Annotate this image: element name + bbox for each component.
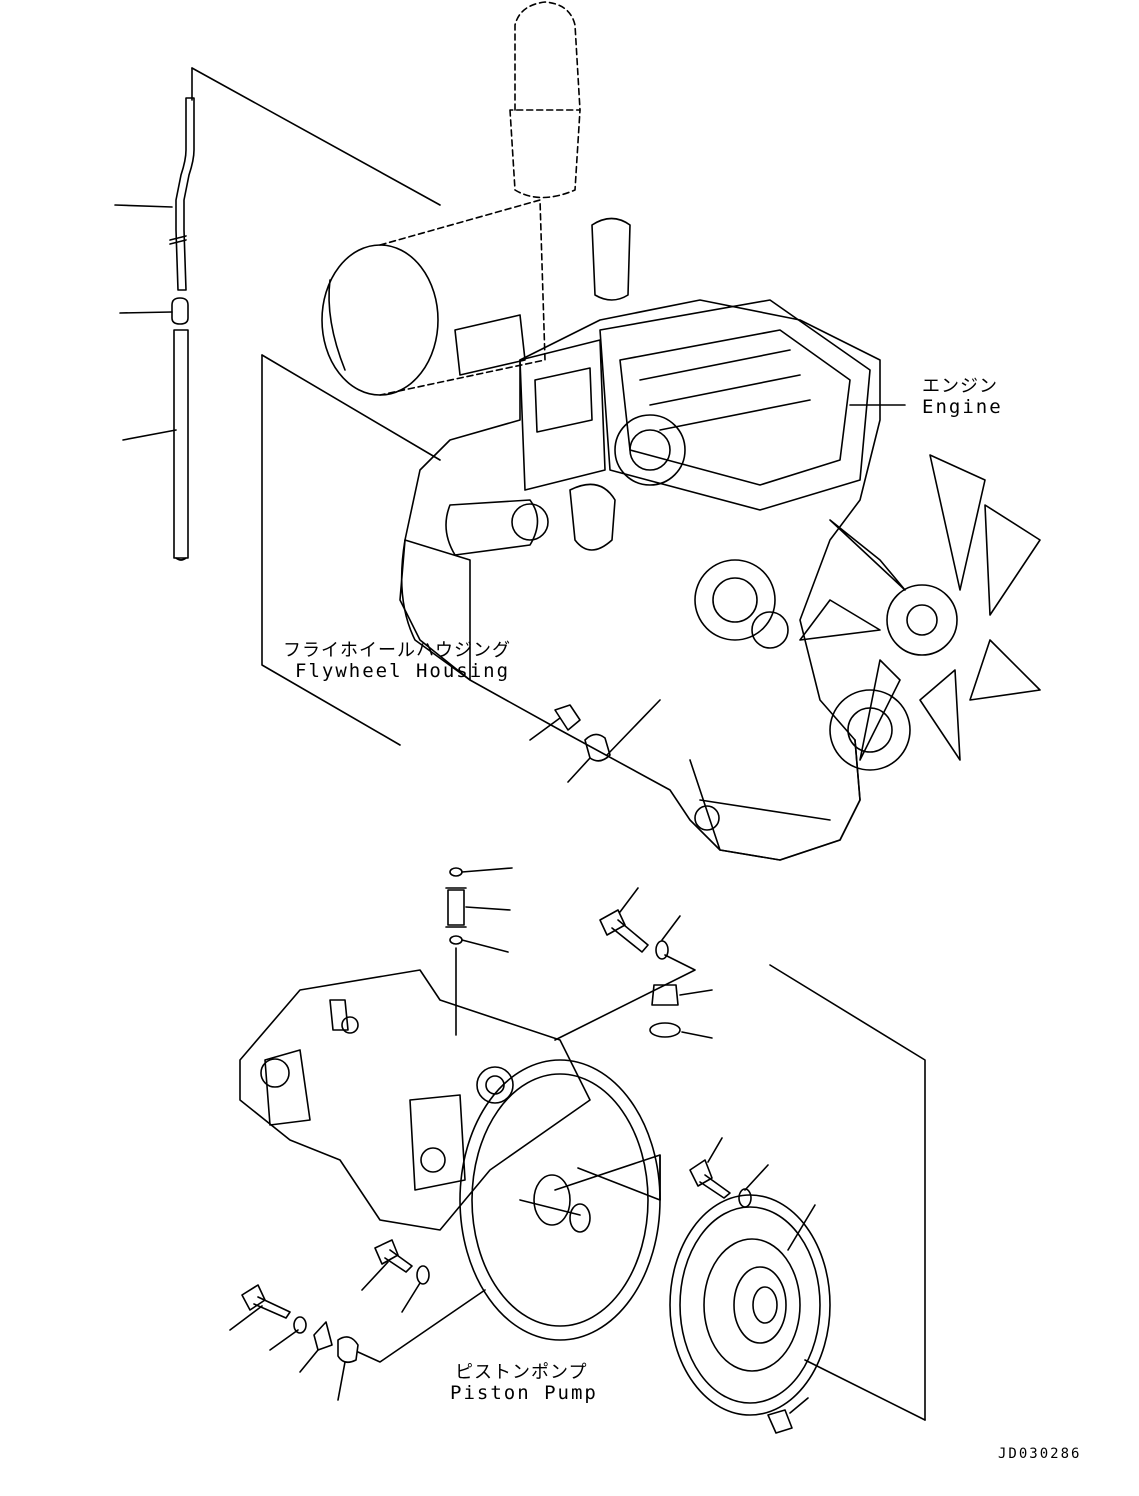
bolt-middle bbox=[690, 1160, 712, 1186]
crank-pulley bbox=[830, 690, 910, 770]
flywheel-label-en: Flywheel Housing bbox=[295, 660, 511, 682]
bracket-flywheel-top bbox=[262, 355, 440, 460]
o-ring-bottom bbox=[450, 936, 462, 944]
leader-nut bbox=[120, 312, 172, 313]
pump-shaft bbox=[570, 1204, 590, 1232]
coupling-outer bbox=[670, 1195, 830, 1415]
cooling-fan bbox=[800, 455, 1040, 760]
dipstick-rod bbox=[176, 98, 194, 290]
leader-adapter bbox=[568, 758, 590, 782]
flywheel-label-jp: フライホイールハウジング bbox=[283, 640, 511, 661]
coupling-disc bbox=[670, 1195, 925, 1433]
alternator bbox=[695, 560, 775, 640]
oil-filler bbox=[592, 219, 630, 301]
cylinder-head bbox=[600, 300, 870, 510]
washer-upper bbox=[656, 941, 668, 959]
o-ring-top bbox=[450, 868, 462, 876]
plug bbox=[652, 985, 678, 1005]
engine-label-jp: エンジン bbox=[922, 376, 998, 397]
clip bbox=[314, 1322, 332, 1350]
washer-middle bbox=[739, 1189, 751, 1207]
washer-lower bbox=[417, 1266, 429, 1284]
flywheel-housing bbox=[402, 540, 470, 680]
starter-motor bbox=[446, 500, 538, 555]
dipstick-nut bbox=[172, 298, 188, 324]
elbow-fitting bbox=[555, 705, 580, 730]
check-valve bbox=[448, 890, 464, 925]
bolt-lower bbox=[375, 1240, 398, 1264]
leader-elbow bbox=[530, 718, 560, 740]
fittings-engine bbox=[530, 700, 660, 782]
coupling-hub bbox=[734, 1267, 786, 1343]
dipstick-clip bbox=[170, 236, 186, 244]
fuel-pump bbox=[520, 340, 605, 490]
pump-body bbox=[240, 970, 590, 1230]
pump-label-en: Piston Pump bbox=[450, 1382, 598, 1404]
piston-pump bbox=[240, 970, 660, 1340]
bracket-line-b bbox=[770, 965, 925, 1420]
oil-filter bbox=[570, 484, 615, 550]
dipstick-guide-tube bbox=[174, 330, 188, 558]
engine-block bbox=[400, 300, 880, 860]
plug-o-ring bbox=[650, 1023, 680, 1037]
engine-assembly bbox=[322, 2, 1040, 860]
pump-small-parts bbox=[230, 868, 768, 1400]
air-cleaner bbox=[322, 245, 438, 395]
bracket-flywheel-left bbox=[262, 355, 400, 745]
pump-port bbox=[477, 1067, 513, 1103]
pump-label-jp: ピストンポンプ bbox=[455, 1362, 588, 1383]
coupling-pin bbox=[768, 1410, 792, 1433]
sleeve bbox=[338, 1337, 358, 1362]
drawing-id: JD030286 bbox=[998, 1446, 1082, 1462]
dipstick-group bbox=[115, 68, 194, 560]
turbocharger bbox=[615, 415, 685, 485]
exhaust-pipe bbox=[515, 2, 580, 110]
engine-label-en: Engine bbox=[922, 396, 1003, 418]
leader-dipstick bbox=[115, 205, 172, 207]
adapter-fitting bbox=[585, 734, 610, 760]
leader-tube bbox=[123, 430, 176, 440]
leader-to-engine bbox=[192, 68, 440, 205]
bracket-line-a bbox=[555, 955, 695, 1040]
washer-long bbox=[294, 1317, 306, 1333]
